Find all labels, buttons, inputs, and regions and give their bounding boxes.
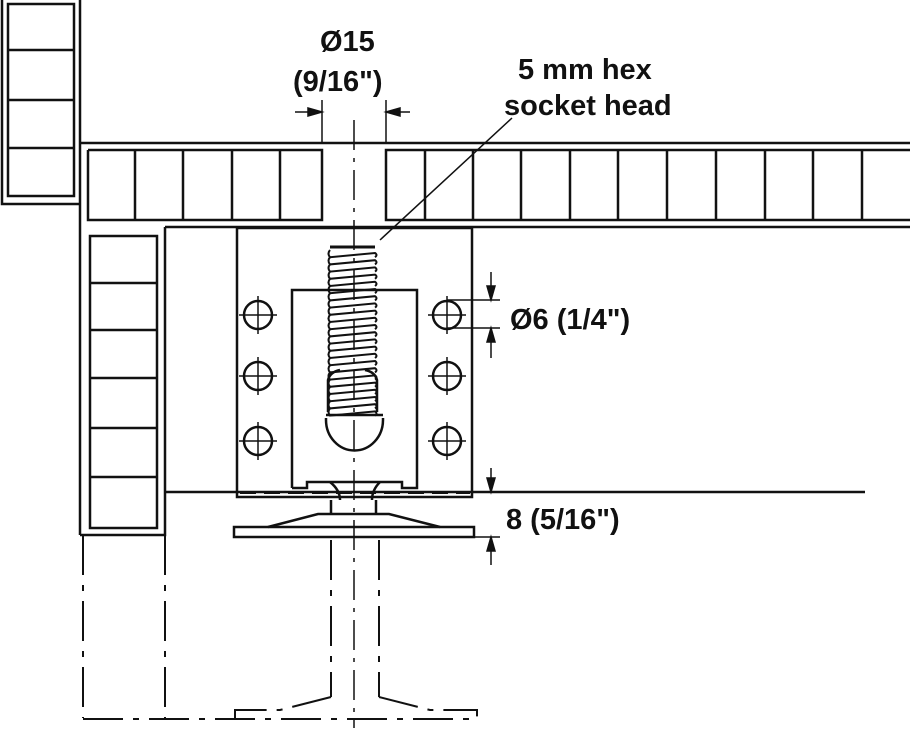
thread	[327, 278, 378, 288]
thread	[327, 249, 378, 259]
thread	[327, 357, 378, 367]
screw-hole-label: Ø6 (1/4")	[510, 304, 631, 336]
drill-diameter-label: Ø15	[320, 26, 375, 58]
screw-hole	[428, 422, 466, 460]
screw-hole	[428, 357, 466, 395]
thread	[327, 328, 378, 338]
thread	[327, 386, 378, 396]
thread	[327, 263, 378, 273]
thread	[327, 371, 378, 381]
side-panel	[80, 227, 167, 537]
leveling-foot	[82, 500, 478, 720]
thread	[327, 292, 378, 302]
height-offset-label: 8 (5/16")	[506, 504, 620, 536]
thread	[327, 299, 378, 309]
hex-socket-label-2: socket head	[504, 90, 672, 122]
thread	[327, 350, 378, 360]
drill-diameter-inch-label: (9/16")	[293, 66, 383, 98]
thread	[327, 407, 378, 417]
thread	[327, 306, 378, 316]
hex-socket-label-1: 5 mm hex	[518, 54, 652, 86]
top-panel	[80, 141, 910, 229]
thread	[327, 321, 378, 331]
thread	[327, 378, 378, 388]
screw-hole	[239, 422, 277, 460]
dimension-lines	[295, 100, 513, 565]
thread	[327, 335, 378, 345]
thread	[327, 364, 378, 374]
threaded-bolt	[324, 245, 385, 452]
thread	[327, 342, 378, 352]
thread	[327, 314, 378, 324]
thread	[327, 285, 378, 295]
thread	[327, 400, 378, 410]
thread	[327, 270, 378, 280]
screw-hole	[239, 296, 277, 334]
thread	[327, 256, 378, 266]
screw-holes	[239, 296, 466, 460]
screw-hole	[239, 357, 277, 395]
left-upper-panel	[0, 0, 82, 535]
thread	[327, 393, 378, 403]
